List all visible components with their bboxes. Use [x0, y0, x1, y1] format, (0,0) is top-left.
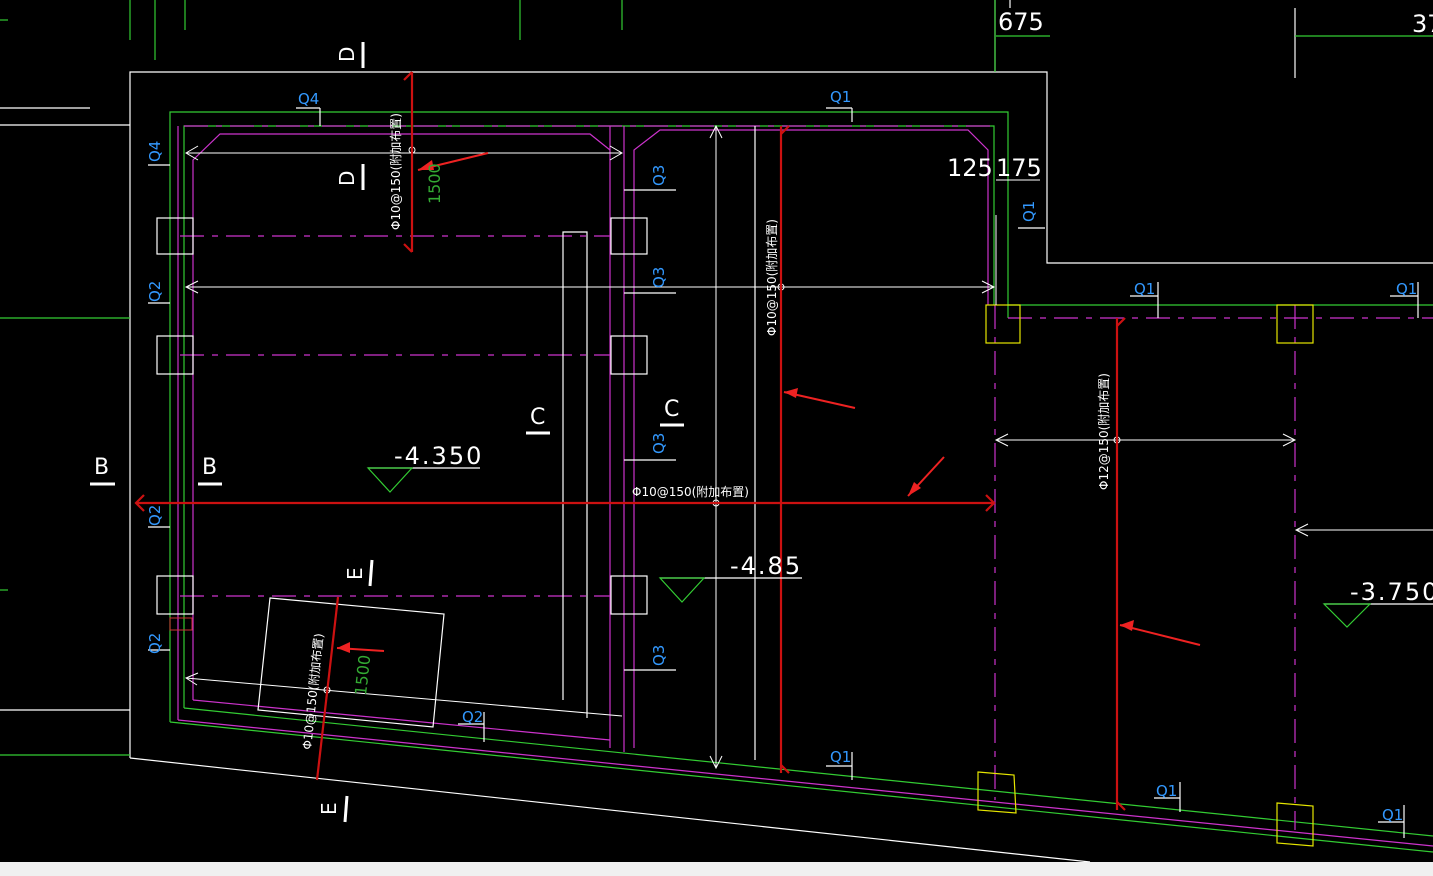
wall-label-q1-bottom-a: Q1 [830, 748, 851, 766]
column-boxes [156, 217, 1314, 847]
wall-label-q1-bottom-c: Q1 [1382, 806, 1403, 824]
construction-lines [257, 126, 756, 760]
wall-label-q2-b: Q2 [146, 505, 164, 526]
svg-text:D: D [335, 171, 359, 186]
elevation-label-3: -3.750 [1350, 578, 1433, 606]
elevation-label-2: -4.85 [730, 552, 802, 580]
rebar-label-4: Φ12@150(附加布置) [1097, 373, 1111, 490]
wall-label-q3-a: Q3 [650, 165, 668, 186]
rebar-label-1: Φ10@150(附加布置) [389, 113, 403, 230]
svg-text:C: C [664, 397, 679, 422]
wall-label-q4-left: Q4 [146, 141, 164, 162]
section-marker-d-mid: D [335, 164, 365, 190]
section-marker-d-top: D [335, 42, 365, 68]
wall-label-q3-d: Q3 [650, 645, 668, 666]
status-strip [0, 862, 1433, 876]
dim-675: 675 [998, 8, 1044, 36]
wall-label-q2-a: Q2 [146, 281, 164, 302]
rebar-label-3: Φ10@150(附加布置) [632, 485, 749, 499]
wall-label-q1-mid: Q1 [1134, 280, 1155, 298]
wall-label-q1-far: Q1 [1396, 280, 1417, 298]
dim-125: 125 [947, 154, 993, 182]
label-leaders [148, 107, 1419, 838]
section-marker-b-inner: B [198, 455, 222, 486]
wall-label-q4-top: Q4 [298, 90, 319, 108]
length-label-2: 1500 [351, 654, 374, 696]
section-marker-e-bottom: E [317, 795, 349, 823]
section-marker-e-top: E [343, 559, 374, 587]
rebar-label-2: Φ10@150(附加布置) [765, 219, 779, 336]
svg-text:E: E [343, 567, 367, 580]
svg-text:B: B [94, 455, 109, 480]
wall-label-q1-top: Q1 [830, 88, 851, 106]
elevation-markers [366, 467, 1433, 628]
svg-text:B: B [202, 455, 217, 480]
wall-lines [0, 0, 1433, 853]
svg-text:E: E [317, 802, 341, 815]
wall-label-q1-right: Q1 [1020, 201, 1038, 222]
dim-37: 37 [1412, 10, 1433, 38]
section-marker-c-left: C [526, 405, 550, 435]
rebar-lines [134, 71, 1201, 811]
axis-lines [177, 125, 1433, 847]
wall-label-q1-bottom-b: Q1 [1156, 782, 1177, 800]
dimension-arrows [184, 124, 1433, 770]
wall-label-q2-c: Q2 [146, 633, 164, 654]
section-marker-c-right: C [660, 397, 684, 427]
section-marker-b-outer: B [90, 455, 115, 486]
svg-text:C: C [530, 405, 545, 430]
wall-label-q3-c: Q3 [650, 433, 668, 454]
svg-text:D: D [335, 47, 359, 62]
length-label-1: 1500 [425, 163, 444, 204]
elevation-label-1: -4.350 [394, 442, 483, 470]
wall-label-q2-bottom: Q2 [462, 708, 483, 726]
dim-175: 175 [996, 154, 1042, 182]
wall-label-q3-b: Q3 [650, 267, 668, 288]
